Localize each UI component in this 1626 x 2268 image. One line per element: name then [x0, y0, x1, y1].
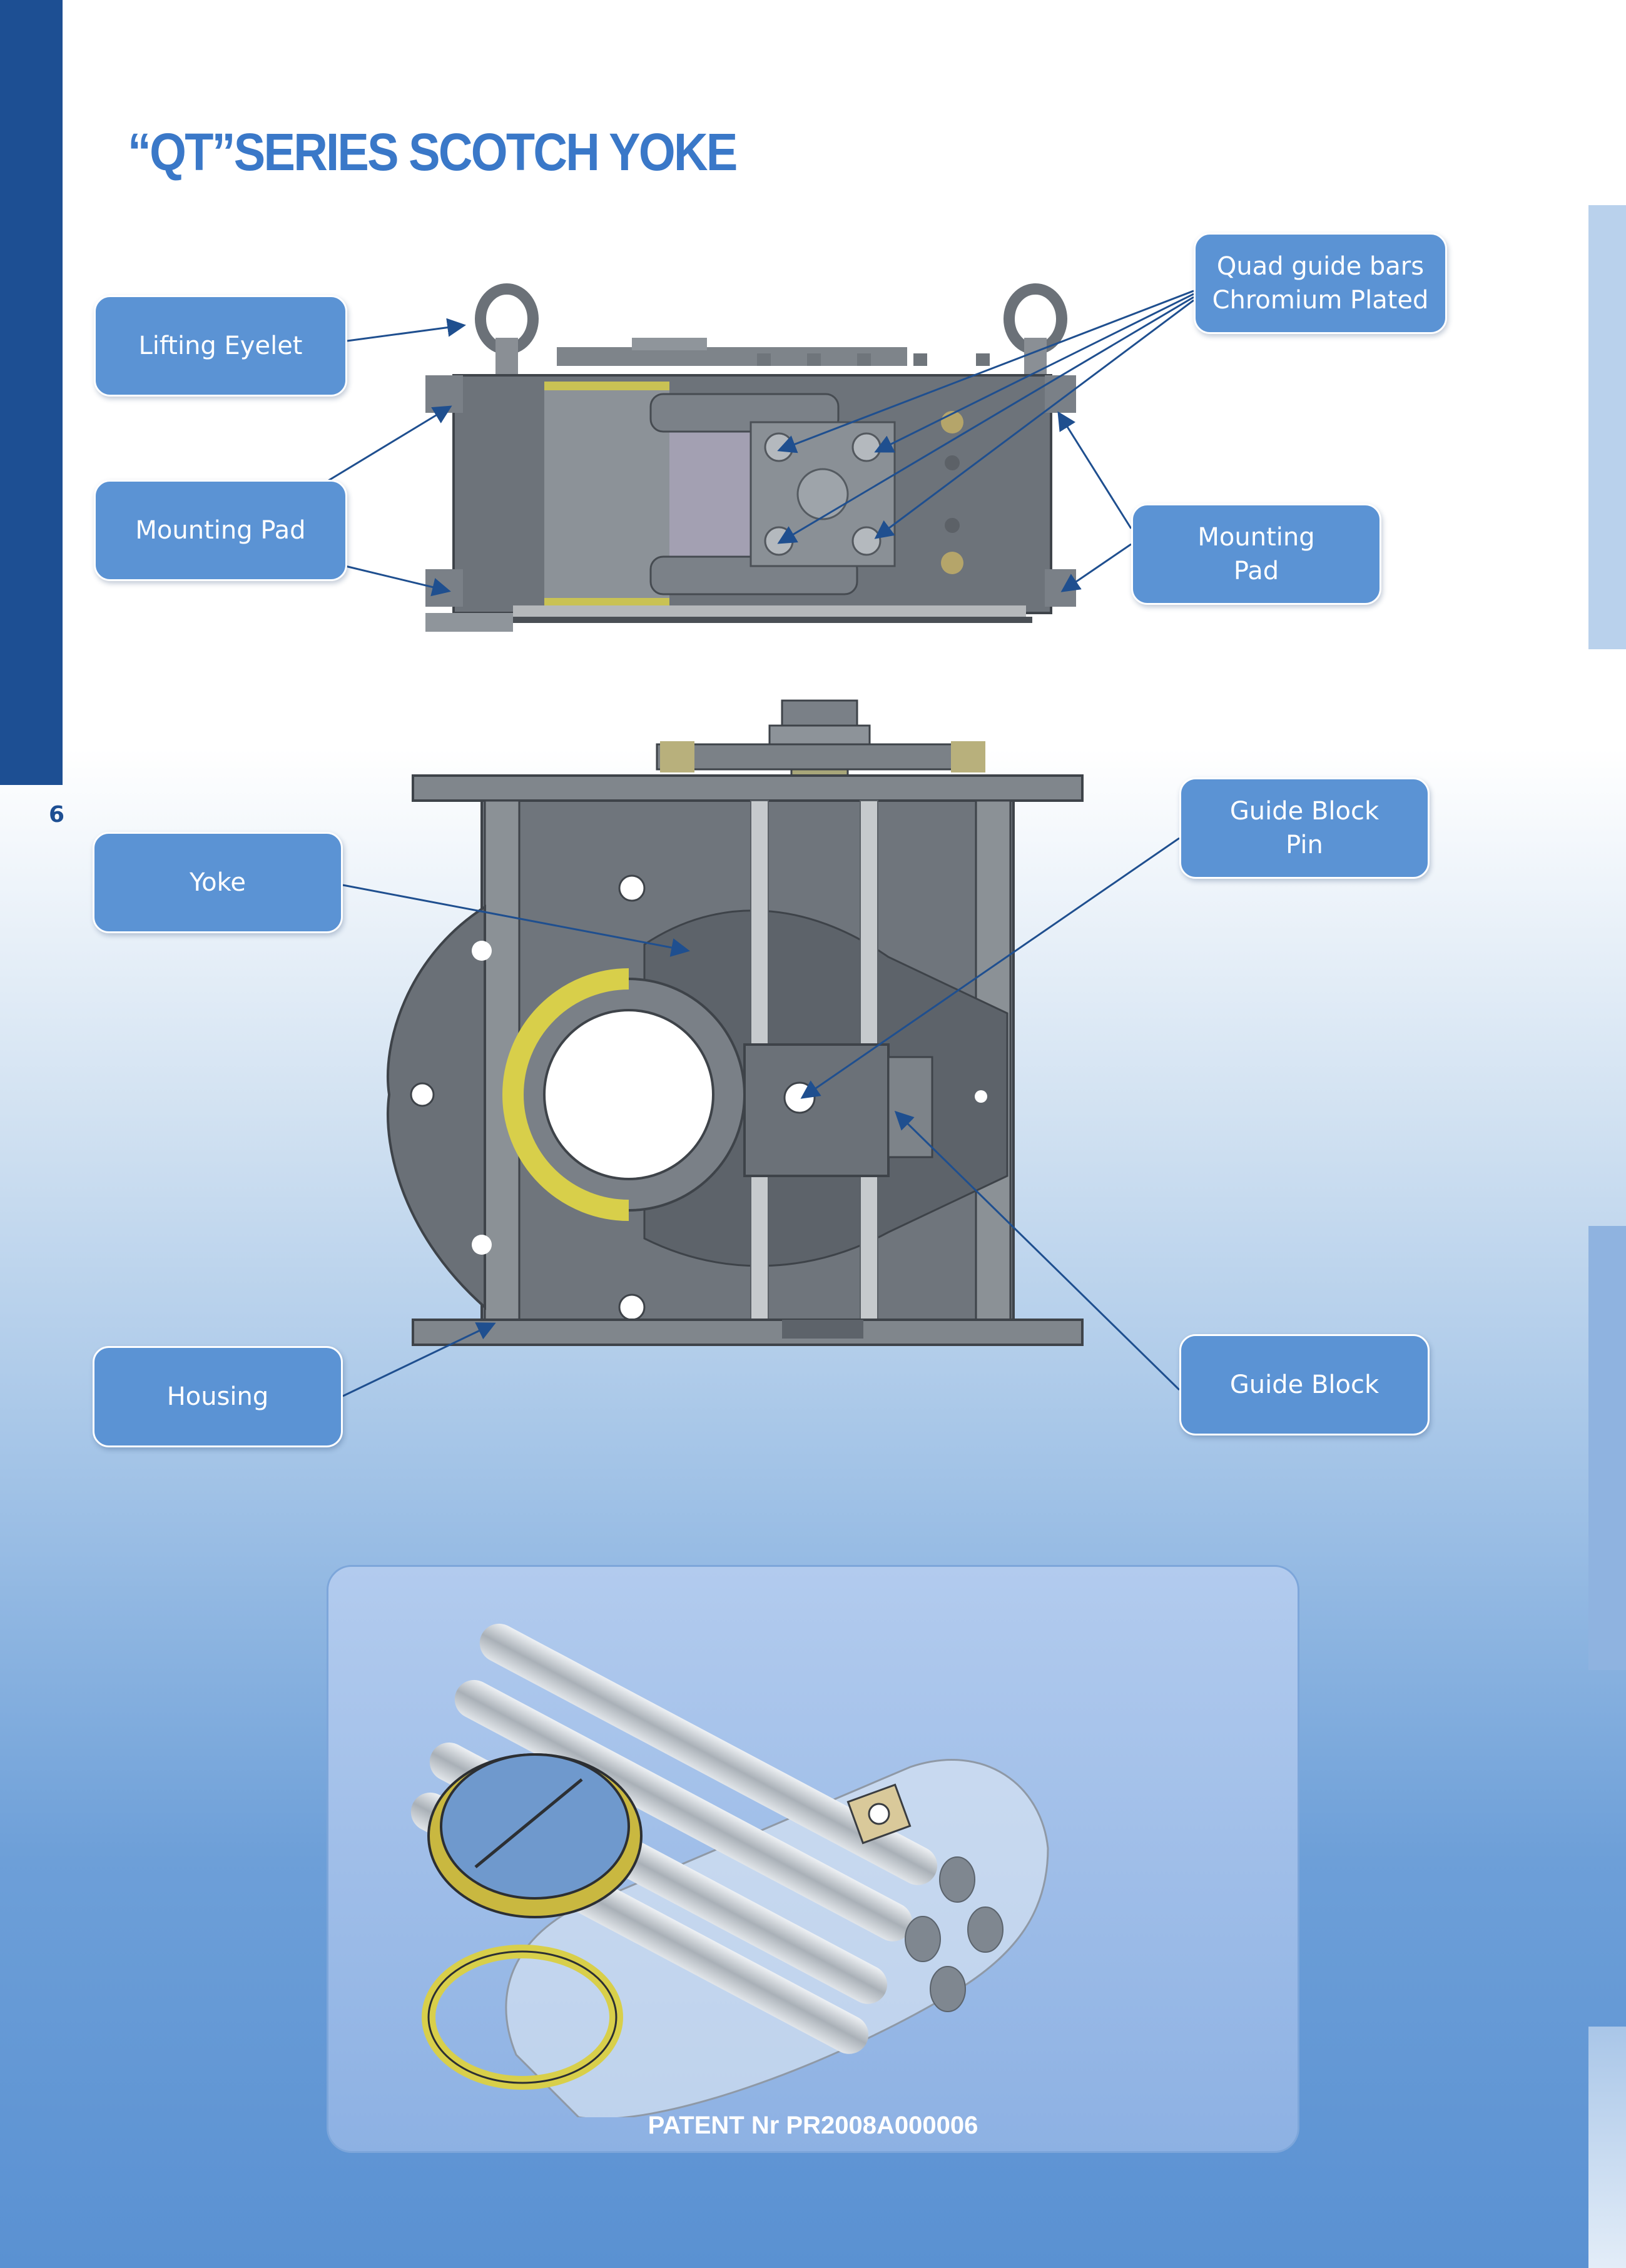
callout-quad-guide-bars: Quad guide bars Chromium Plated: [1194, 233, 1447, 334]
callout-guide-block: Guide Block: [1179, 1334, 1430, 1435]
side-tab-strip: [1588, 205, 1626, 649]
callout-mounting-pad-left: Mounting Pad: [94, 480, 347, 581]
patent-number: PATENT Nr PR2008A000006: [648, 2112, 978, 2139]
render-panel: PATENT Nr PR2008A000006: [327, 1565, 1299, 2153]
section-view-drawing: [386, 699, 1084, 1346]
page-number: 6: [49, 802, 65, 828]
top-side-view-drawing: [425, 283, 1076, 632]
page-title: “QT”SERIES SCOTCH YOKE: [128, 123, 738, 181]
callout-housing: Housing: [93, 1346, 343, 1447]
callout-yoke: Yoke: [93, 832, 343, 933]
left-brand-bar: [0, 0, 63, 785]
callout-mounting-pad-right: Mounting Pad: [1131, 504, 1381, 605]
yoke-3d-render: [410, 1623, 1049, 2117]
side-tab-strip: [1588, 1226, 1626, 1670]
callout-guide-block-pin: Guide Block Pin: [1179, 777, 1430, 879]
side-tab-strip: [1588, 2027, 1626, 2268]
callout-lifting-eyelet: Lifting Eyelet: [94, 295, 347, 397]
